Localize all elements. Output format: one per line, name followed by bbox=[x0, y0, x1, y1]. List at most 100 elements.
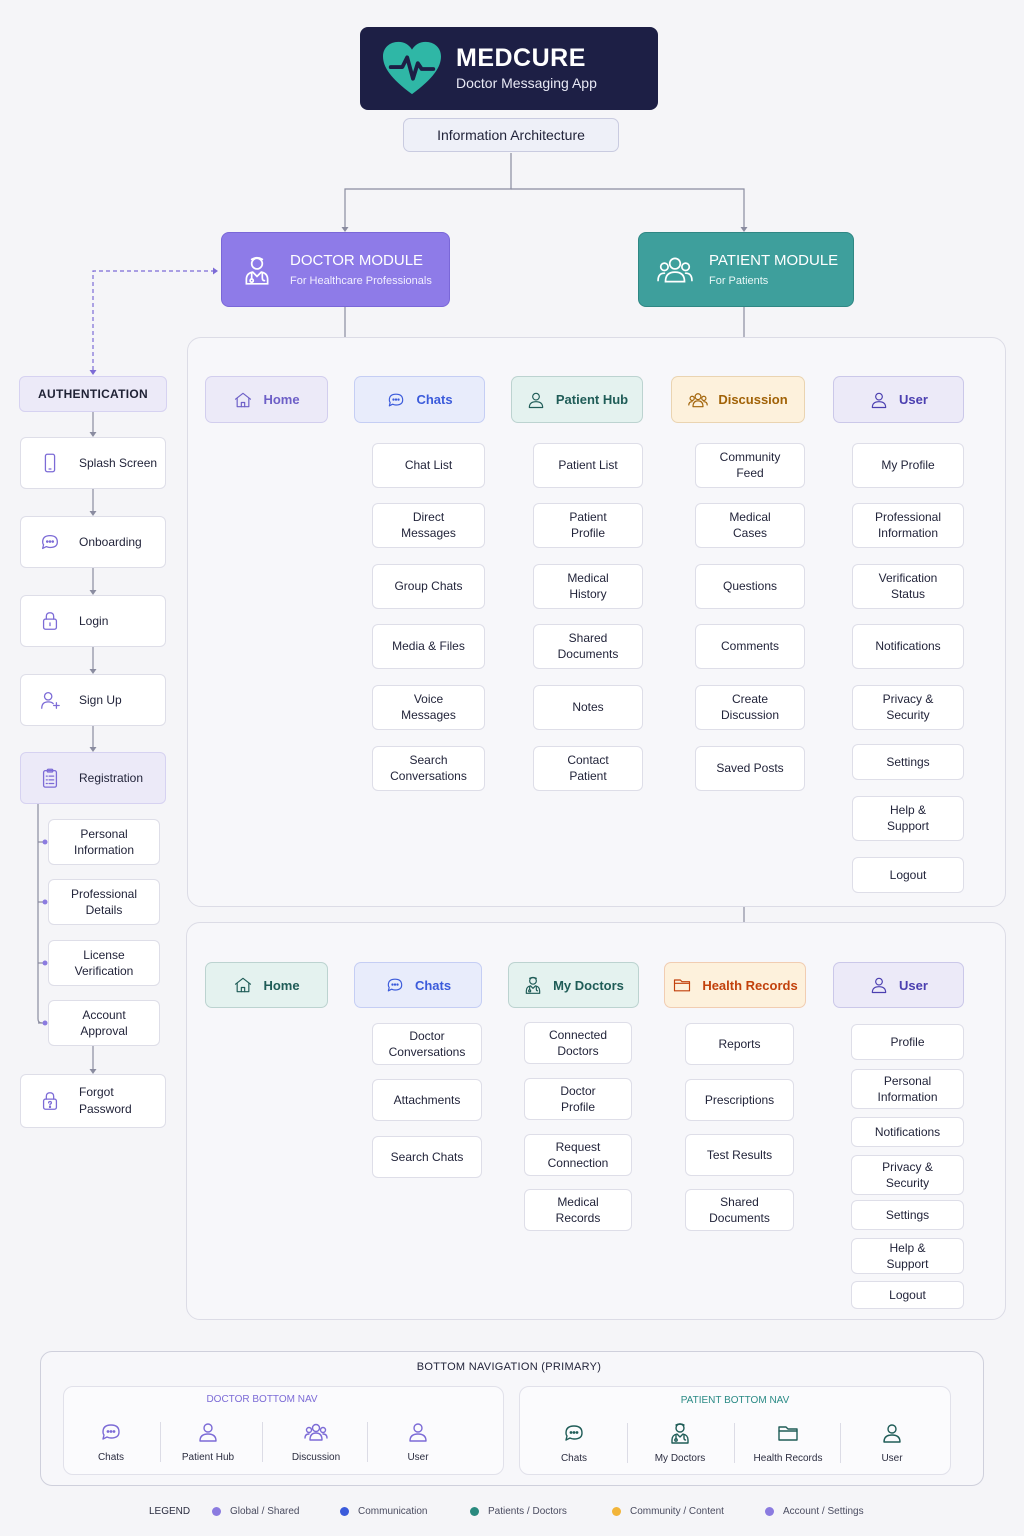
patient-user-item[interactable]: Settings bbox=[851, 1200, 964, 1230]
doctor-chats-item[interactable]: Group Chats bbox=[372, 563, 485, 609]
doctor-discussion-item[interactable]: Comments bbox=[695, 623, 805, 669]
doctor-user-item[interactable]: Notifications bbox=[852, 623, 964, 669]
connector-dot bbox=[42, 960, 48, 966]
registration-item[interactable]: Personal Information bbox=[48, 819, 160, 865]
arrow-head bbox=[89, 370, 97, 375]
patient-chats-item[interactable]: Search Chats bbox=[372, 1136, 482, 1178]
patient-user-item[interactable]: Logout bbox=[851, 1281, 964, 1309]
doctor-user-item[interactable]: My Profile bbox=[852, 442, 964, 488]
patient-my-doctors-item[interactable]: Request Connection bbox=[524, 1134, 632, 1176]
section-label: Patient Hub bbox=[555, 392, 629, 407]
brand-subtitle: Doctor Messaging App bbox=[456, 74, 597, 91]
auth-step-splash-screen[interactable]: Splash Screen bbox=[20, 437, 166, 489]
doctor-nav-chats[interactable]: Chats bbox=[66, 1420, 156, 1463]
doctor-nav-user[interactable]: User bbox=[373, 1420, 463, 1463]
doctor-patient-hub-item[interactable]: Patient List bbox=[533, 442, 643, 488]
doctor-discussion-item[interactable]: Create Discussion bbox=[695, 684, 805, 730]
registration-item[interactable]: Professional Details bbox=[48, 879, 160, 925]
doctor-module-subtitle: For Healthcare Professionals bbox=[290, 274, 432, 287]
nav-label: My Doctors bbox=[654, 1453, 706, 1464]
doctor-user-item[interactable]: Help & Support bbox=[852, 795, 964, 841]
bottom-nav-title: BOTTOM NAVIGATION (PRIMARY) bbox=[416, 1361, 602, 1373]
auth-step-onboarding[interactable]: Onboarding bbox=[20, 516, 166, 568]
person-icon bbox=[871, 392, 887, 408]
doctor-chats-item[interactable]: Direct Messages bbox=[372, 502, 485, 548]
patient-section-my-doctors[interactable]: My Doctors bbox=[508, 962, 639, 1008]
doctor-section-discussion[interactable]: Discussion bbox=[671, 376, 805, 423]
doctor-discussion-item[interactable]: Saved Posts bbox=[695, 745, 805, 791]
patient-nav-health-records[interactable]: Health Records bbox=[743, 1421, 833, 1464]
patient-nav-user[interactable]: User bbox=[847, 1421, 937, 1464]
doctor-user-item[interactable]: Privacy & Security bbox=[852, 684, 964, 730]
patient-nav-my-doctors[interactable]: My Doctors bbox=[635, 1421, 725, 1464]
patient-user-item[interactable]: Personal Information bbox=[851, 1069, 964, 1109]
person-icon bbox=[528, 392, 544, 408]
auth-step-label: Registration bbox=[79, 770, 144, 785]
patient-module-card[interactable]: PATIENT MODULE For Patients bbox=[638, 232, 854, 307]
doctor-section-user[interactable]: User bbox=[833, 376, 964, 423]
patient-section-health-records[interactable]: Health Records bbox=[664, 962, 806, 1008]
group-icon bbox=[688, 392, 709, 407]
patient-chats-item[interactable]: Doctor Conversations bbox=[372, 1023, 482, 1065]
doctor-module-card[interactable]: DOCTOR MODULE For Healthcare Professiona… bbox=[221, 232, 450, 307]
doctor-section-home[interactable]: Home bbox=[205, 376, 328, 423]
patient-health-records-item[interactable]: Shared Documents bbox=[685, 1189, 794, 1231]
auth-step-login[interactable]: Login bbox=[20, 595, 166, 647]
group-icon bbox=[304, 1423, 328, 1441]
doctor-chats-item[interactable]: Chat List bbox=[372, 442, 485, 488]
doctor-section-patient-hub[interactable]: Patient Hub bbox=[511, 376, 643, 423]
patient-health-records-item[interactable]: Prescriptions bbox=[685, 1079, 794, 1121]
doctor-patient-hub-item[interactable]: Notes bbox=[533, 684, 643, 730]
legend-dot bbox=[765, 1507, 774, 1516]
registration-item[interactable]: Account Approval bbox=[48, 1000, 160, 1046]
doctor-discussion-item[interactable]: Medical Cases bbox=[695, 502, 805, 548]
patient-health-records-item[interactable]: Reports bbox=[685, 1023, 794, 1065]
doctor-discussion-item[interactable]: Community Feed bbox=[695, 442, 805, 488]
doctor-user-item[interactable]: Settings bbox=[852, 744, 964, 780]
doctor-chats-item[interactable]: Media & Files bbox=[372, 623, 485, 669]
patient-user-item[interactable]: Notifications bbox=[851, 1117, 964, 1147]
nav-separator bbox=[627, 1423, 628, 1463]
patient-user-item[interactable]: Profile bbox=[851, 1024, 964, 1060]
section-label: Home bbox=[263, 977, 300, 993]
auth-step-sign-up[interactable]: Sign Up bbox=[20, 674, 166, 726]
brand-name: MEDCURE bbox=[456, 43, 586, 72]
doctor-user-item[interactable]: Verification Status bbox=[852, 563, 964, 609]
doctor-discussion-item[interactable]: Questions bbox=[695, 563, 805, 609]
doctor-chats-item[interactable]: Search Conversations bbox=[372, 745, 485, 791]
doctor-chats-item[interactable]: Voice Messages bbox=[372, 684, 485, 730]
doctor-icon bbox=[671, 1423, 689, 1444]
legend-item: Patients / Doctors bbox=[470, 1506, 567, 1517]
patient-section-user[interactable]: User bbox=[833, 962, 964, 1008]
doctor-patient-hub-item[interactable]: Shared Documents bbox=[533, 623, 643, 669]
doctor-section-chats[interactable]: Chats bbox=[354, 376, 485, 423]
doctor-user-item[interactable]: Logout bbox=[852, 857, 964, 893]
patient-module-subtitle: For Patients bbox=[709, 274, 769, 287]
section-label: My Doctors bbox=[553, 977, 624, 993]
doctor-nav-discussion[interactable]: Discussion bbox=[271, 1420, 361, 1463]
patient-user-item[interactable]: Privacy & Security bbox=[851, 1155, 964, 1195]
patient-my-doctors-item[interactable]: Connected Doctors bbox=[524, 1022, 632, 1064]
section-label: Chats bbox=[416, 392, 453, 407]
patient-section-chats[interactable]: Chats bbox=[354, 962, 482, 1008]
patient-my-doctors-item[interactable]: Medical Records bbox=[524, 1189, 632, 1231]
auth-step-forgot-password[interactable]: Forgot Password bbox=[20, 1074, 166, 1128]
auth-step-registration[interactable]: Registration bbox=[20, 752, 166, 804]
doctor-patient-hub-item[interactable]: Medical History bbox=[533, 563, 643, 609]
patient-my-doctors-item[interactable]: Doctor Profile bbox=[524, 1078, 632, 1120]
patient-chats-item[interactable]: Attachments bbox=[372, 1079, 482, 1121]
registration-item[interactable]: License Verification bbox=[48, 940, 160, 986]
doctor-patient-hub-item[interactable]: Patient Profile bbox=[533, 502, 643, 548]
folder-icon bbox=[674, 979, 691, 992]
patient-section-home[interactable]: Home bbox=[205, 962, 328, 1008]
person-icon bbox=[883, 1424, 901, 1443]
nav-separator bbox=[840, 1423, 841, 1463]
nav-label: User bbox=[881, 1453, 903, 1464]
doctor-user-item[interactable]: Professional Information bbox=[852, 502, 964, 548]
patient-health-records-item[interactable]: Test Results bbox=[685, 1134, 794, 1176]
patients-icon bbox=[657, 257, 693, 282]
patient-nav-chats[interactable]: Chats bbox=[529, 1421, 619, 1464]
doctor-patient-hub-item[interactable]: Contact Patient bbox=[533, 745, 643, 791]
doctor-nav-patient-hub[interactable]: Patient Hub bbox=[163, 1420, 253, 1463]
patient-user-item[interactable]: Help & Support bbox=[851, 1238, 964, 1274]
